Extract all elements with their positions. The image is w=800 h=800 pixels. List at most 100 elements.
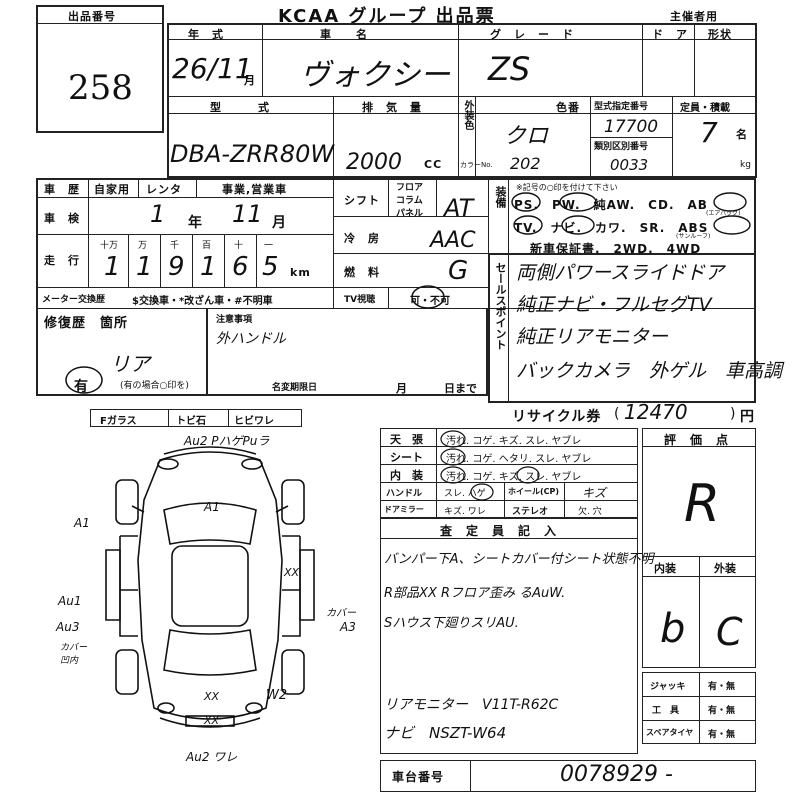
score-label: 評 価 点 [664, 433, 730, 447]
weight-unit: kg [740, 160, 751, 170]
header-displacement: 排 気 量 [362, 101, 422, 114]
history-frame [36, 178, 756, 308]
equipment-row-3: 新車保証書. 2WD. 4WD [530, 242, 702, 256]
diagram-note: XX [204, 714, 220, 727]
inspection-year-value: 1 [150, 200, 166, 228]
diagram-note: A1 [74, 516, 90, 530]
mileage-digit: 1 [136, 252, 153, 282]
mileage-unit-1k: 千 [170, 241, 180, 251]
condition-options: キズ. ワレ [444, 507, 486, 517]
accessory-label: ジャッキ [650, 682, 686, 692]
accessory-value: 有・無 [708, 706, 736, 716]
category-number-value: 0033 [610, 156, 649, 174]
diagram-note: Au3 [56, 620, 80, 634]
condition-frame [380, 428, 638, 518]
stereo-options: 欠. 穴 [578, 507, 602, 517]
header-color: 色番 [556, 101, 580, 114]
mileage-label: 走 行 [44, 254, 80, 267]
grade-value: ZS [488, 50, 531, 88]
model-code-value: DBA-ZRR80W [170, 140, 335, 168]
mileage-digit: 1 [200, 252, 217, 282]
sales-point-frame [488, 253, 756, 403]
notes-value: 外ハンドル [216, 331, 286, 347]
accessory-label: スペアタイヤ [646, 728, 694, 737]
inspection-year-unit: 年 [188, 215, 203, 231]
header-capacity: 定員・積載 [680, 103, 730, 114]
shift-column: コラム [396, 196, 423, 206]
condition-label: 天 張 [390, 433, 423, 446]
tv-options: 可・不可 [410, 296, 450, 307]
mileage-digit: 1 [104, 252, 121, 282]
mileage-unit-100k: 十万 [100, 241, 119, 251]
diagram-note: A3 [340, 620, 356, 634]
condition-options: 汚れ. コゲ. キズ. スレ. ヤブレ [446, 472, 582, 483]
accessory-value: 有・無 [708, 730, 736, 740]
history-option-private: 自家用 [94, 183, 130, 196]
wheel-label: ホイール(CP) [508, 487, 560, 496]
repair-yes: 有 [74, 379, 89, 395]
repair-yes-circle [65, 366, 103, 394]
equipment-label: 装備 [494, 186, 507, 208]
header-color-no: カラーNo. [460, 161, 493, 169]
mileage-digit: 6 [232, 252, 249, 282]
header-grade: グ レ ー ド [490, 28, 574, 41]
organizer-use: 主催者用 [670, 10, 718, 23]
mileage-unit-10: 十 [234, 241, 244, 251]
car-diagram [105, 446, 315, 728]
year-unit: 月 [244, 74, 256, 87]
diagram-note: Au2 ワレ [186, 750, 238, 764]
equipment-row-1: PS. PW. 純AW. CD. AB [514, 198, 708, 212]
ac-label: 冷 房 [344, 232, 380, 245]
mileage-unit-10k: 万 [138, 241, 148, 251]
sales-point-label: セールスポイント [494, 262, 507, 350]
equipment-circles [511, 192, 751, 235]
equipment-sr-note: (サンルーフ) [676, 233, 711, 240]
diagram-note: カバー 凹内 [60, 643, 88, 666]
diagram-note: XX [204, 690, 220, 703]
diagram-note: Au2 PハゲPuラ [184, 434, 270, 448]
capacity-unit: 名 [736, 128, 748, 141]
glass-chip: トビ石 [176, 416, 206, 427]
diagram-note: カバー [326, 608, 356, 619]
header-type-designation: 型式指定番号 [594, 102, 649, 112]
header-exterior-color: 外装色 [462, 100, 473, 130]
equipment-ab-note: (エアバッグ) [706, 210, 741, 217]
deadline-day: 日まで [444, 382, 477, 395]
inspector-line: R部品XX Rフロア歪み るAuW. [384, 586, 566, 601]
lot-box [36, 5, 164, 133]
tv-label: TV視聴 [344, 295, 376, 305]
repair-frame [36, 308, 208, 396]
history-label: 車 歴 [44, 183, 80, 196]
lot-label: 出品番号 [68, 10, 116, 23]
shift-label: シフト [344, 194, 380, 207]
repair-value: リア [110, 352, 150, 376]
history-option-business: 事業,営業車 [222, 183, 288, 196]
mileage-unit-100: 百 [202, 241, 212, 251]
condition-label: シート [390, 451, 423, 464]
condition-label: 内 装 [390, 469, 423, 482]
chassis-label: 車台番号 [392, 770, 445, 784]
sheet-title: KCAA グループ 出品票 [278, 6, 496, 27]
sales-point-line: 純正リアモニター [516, 326, 669, 348]
mileage-unit-km: km [290, 266, 311, 279]
displacement-unit: CC [424, 158, 443, 171]
repair-note: (有の場合○印を) [120, 381, 189, 391]
deadline-month: 月 [396, 382, 407, 395]
type-designation-value: 17700 [604, 117, 659, 137]
score-overall: R [684, 474, 721, 534]
fuel-label: 燃 料 [344, 266, 380, 279]
notes-label: 注意事項 [216, 315, 253, 325]
score-exterior-label: 外装 [714, 562, 736, 575]
chassis-value: 0078929 - [560, 762, 673, 787]
meter-options: $交換車・*改ざん車・#不明車 [132, 296, 273, 307]
stereo-label: ステレオ [512, 507, 549, 517]
glass-frame [90, 409, 302, 427]
condition-options: スレ. ハゲ [444, 489, 486, 499]
inspection-month-unit: 月 [272, 215, 287, 231]
shift-value: AT [444, 194, 474, 222]
condition-label: ドアミラー [384, 505, 424, 514]
inspector-line: ナビ NSZT-W64 [384, 724, 507, 742]
chassis-frame [380, 760, 756, 792]
condition-circles [440, 430, 540, 501]
tv-circle [411, 285, 445, 309]
